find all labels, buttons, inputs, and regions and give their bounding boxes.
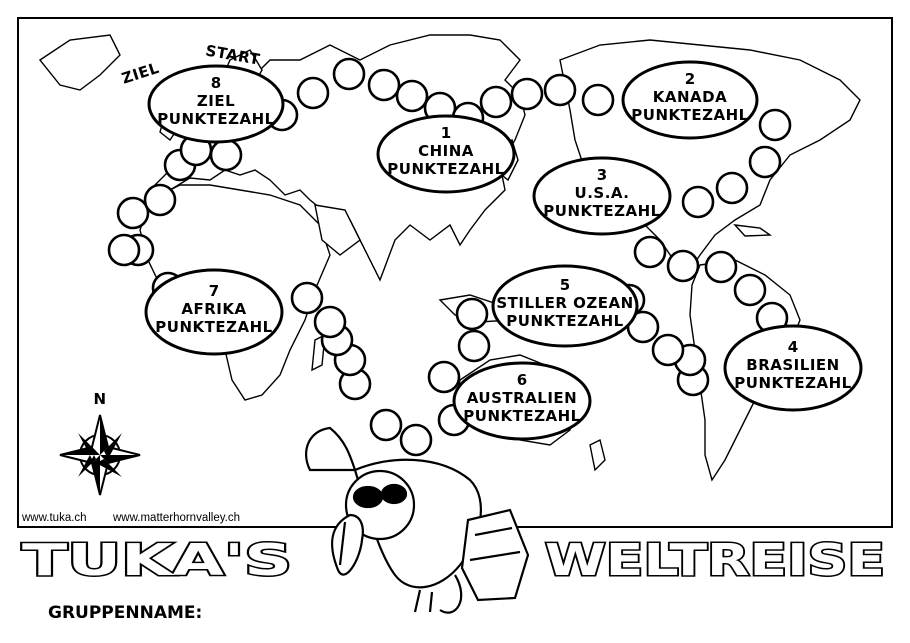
station-score-label: PUNKTEZAHL: [543, 202, 660, 220]
station-name: ZIEL: [197, 92, 235, 110]
track-space: [633, 235, 667, 269]
greenland-landmass: [38, 34, 121, 91]
track-space: [296, 76, 330, 110]
station-score-label: PUNKTEZAHL: [463, 407, 580, 425]
station-oval: [452, 361, 592, 441]
station-score-label: PUNKTEZAHL: [387, 160, 504, 178]
station-oval: [491, 264, 639, 348]
station-score-label: PUNKTEZAHL: [631, 106, 748, 124]
station-number: 4: [788, 338, 798, 356]
station-name: U.S.A.: [575, 184, 630, 202]
track-space: [369, 408, 403, 442]
track-space: [107, 233, 141, 267]
station-name: AFRIKA: [181, 300, 246, 318]
track-space: [748, 145, 782, 179]
track-space: [427, 360, 461, 394]
track-space: [758, 108, 792, 142]
track-space: [704, 250, 738, 284]
track-space: [543, 73, 577, 107]
title-part1: TUKA'S: [22, 535, 292, 586]
track-space: [651, 333, 685, 367]
track-space: [395, 79, 429, 113]
station-u-s-a: 3U.S.A.PUNKTEZAHL: [532, 156, 672, 236]
arabia-landmass: [314, 204, 361, 256]
station-name: CHINA: [418, 142, 474, 160]
station-oval: [621, 60, 759, 140]
station-name: STILLER OZEAN: [496, 294, 633, 312]
station-name: KANADA: [653, 88, 727, 106]
track-space: [733, 273, 767, 307]
station-score-label: PUNKTEZAHL: [734, 374, 851, 392]
station-score-label: PUNKTEZAHL: [155, 318, 272, 336]
link-tuka[interactable]: www.tuka.ch: [21, 512, 87, 524]
track-space: [209, 138, 243, 172]
track-space: [332, 57, 366, 91]
track-space: [457, 329, 491, 363]
station-score-label: PUNKTEZAHL: [157, 110, 274, 128]
station-number: 6: [517, 371, 527, 389]
track-space: [399, 423, 433, 457]
station-oval: [144, 268, 284, 356]
station-number: 3: [597, 166, 607, 184]
station-number: 8: [211, 74, 221, 92]
link-matterhornvalley[interactable]: www.matterhornvalley.ch: [112, 512, 240, 524]
track-space: [681, 185, 715, 219]
station-number: 1: [441, 124, 451, 142]
track-space: [290, 281, 324, 315]
track-space: [581, 83, 615, 117]
compass-north-label: N: [93, 390, 106, 408]
station-score-label: PUNKTEZAHL: [506, 312, 623, 330]
station-name: BRASILIEN: [746, 356, 839, 374]
stations: 1CHINAPUNKTEZAHL2KANADAPUNKTEZAHL3U.S.A.…: [144, 60, 863, 441]
title-part2: WELTREISE: [545, 535, 885, 586]
station-oval: [147, 64, 285, 144]
caribbean-landmass: [733, 224, 773, 237]
track-space: [510, 77, 544, 111]
group-name-label: GRUPPENNAME:: [48, 603, 202, 623]
game-track: [107, 57, 792, 457]
toucan-mascot-icon: [305, 426, 530, 614]
station-oval: [723, 324, 863, 412]
station-name: AUSTRALIEN: [467, 389, 577, 407]
track-space: [143, 183, 177, 217]
track-space: [313, 305, 347, 339]
station-number: 7: [209, 282, 219, 300]
station-number: 2: [685, 70, 695, 88]
track-space: [367, 68, 401, 102]
new-zealand-landmass: [589, 438, 606, 472]
track-space: [666, 249, 700, 283]
station-oval: [532, 156, 672, 236]
station-oval: [376, 114, 516, 194]
track-space: [116, 196, 150, 230]
track-space: [455, 297, 489, 331]
track-space: [715, 171, 749, 205]
track-space: [479, 85, 513, 119]
compass-icon: [59, 414, 141, 496]
station-number: 5: [560, 276, 570, 294]
